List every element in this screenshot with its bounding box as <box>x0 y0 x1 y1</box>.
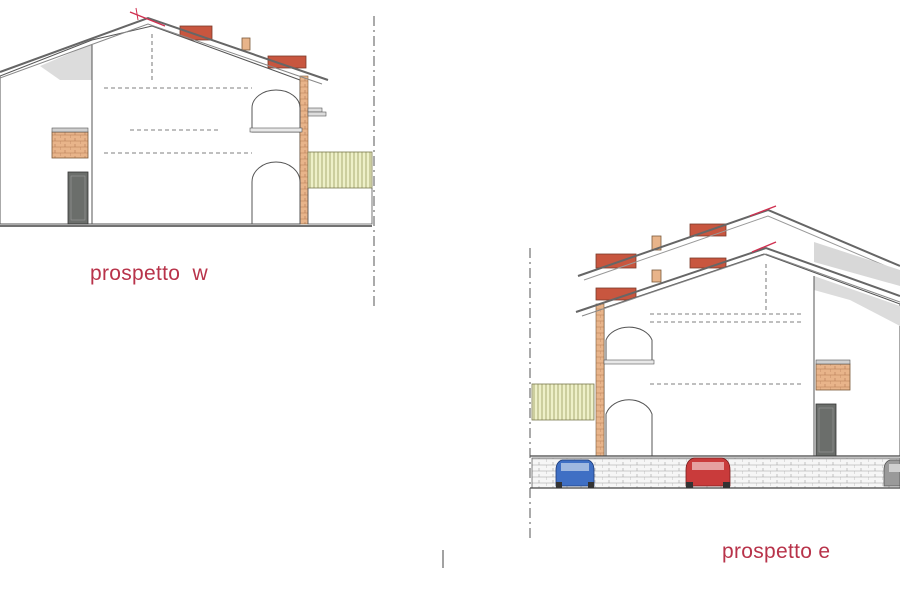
east-arch-lower <box>605 399 653 457</box>
west-arch-lower <box>251 161 301 225</box>
car-red <box>685 457 731 488</box>
west-brick-pilaster <box>299 75 309 225</box>
west-balcony <box>51 131 89 159</box>
west-elevation <box>0 7 375 308</box>
west-door <box>67 171 89 225</box>
east-elevation <box>529 205 900 540</box>
west-roof-eave <box>0 16 329 81</box>
car-blue <box>555 459 595 488</box>
prospetto-w-label: prospetto w <box>90 262 208 285</box>
east-chimney-1 <box>595 253 637 269</box>
east-roof-eave <box>575 246 900 313</box>
prospetto-e-label: prospetto e <box>722 540 831 563</box>
west-roof-antenna <box>129 11 166 27</box>
west-fence <box>307 151 373 189</box>
west-chimney-right <box>267 55 307 69</box>
east-balcony <box>815 363 851 391</box>
east-fence <box>531 383 595 421</box>
west-chimney-small <box>241 37 251 51</box>
west-arch-upper <box>251 89 301 133</box>
east-chimney-2 <box>651 235 662 251</box>
east-roof-antenna-lower <box>751 241 777 253</box>
east-roof-antenna-upper <box>749 205 777 217</box>
east-arch-upper <box>605 326 653 363</box>
car-gray <box>883 459 900 487</box>
east-brick-pilaster <box>595 303 605 457</box>
west-roof-shadow <box>40 44 92 80</box>
